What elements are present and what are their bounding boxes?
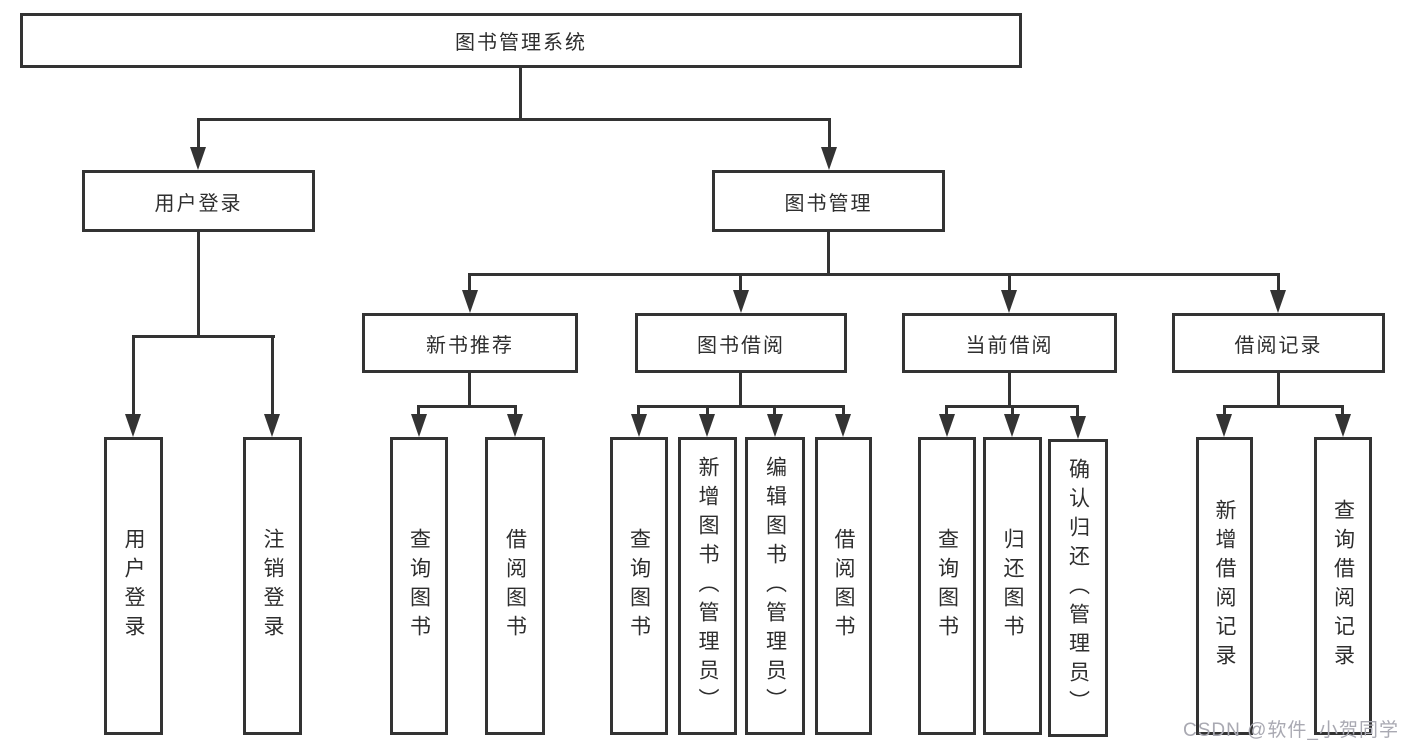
arrowhead-down-icon <box>190 147 206 170</box>
connector-line <box>739 273 742 293</box>
node-book-management: 图书管理 <box>712 170 945 232</box>
connector-line <box>1223 405 1343 408</box>
node-label: 查询借阅记录 <box>1331 499 1355 673</box>
node-label: 用户登录 <box>154 192 243 215</box>
leaf-query-books-recommend: 查询图书 <box>390 437 448 735</box>
node-label: 图书管理系统 <box>455 32 587 54</box>
node-book-borrowing: 图书借阅 <box>635 313 847 373</box>
watermark: CSDN @软件_小贺同学 <box>1183 720 1399 741</box>
connector-line <box>519 68 522 120</box>
node-label: 编辑图书（管理员） <box>763 455 787 717</box>
connector-line <box>514 405 517 417</box>
node-label: 注销登录 <box>261 528 284 644</box>
connector-line <box>468 273 1280 276</box>
node-label: 图书管理 <box>784 192 873 215</box>
arrowhead-down-icon <box>1335 414 1351 437</box>
connector-line <box>842 405 845 417</box>
node-new-book-recommendation: 新书推荐 <box>362 313 578 373</box>
connector-line <box>739 373 742 407</box>
arrowhead-down-icon <box>821 147 837 170</box>
connector-line <box>468 273 471 293</box>
connector-line <box>1277 373 1280 407</box>
node-label: 新书推荐 <box>426 334 514 357</box>
connector-line <box>1008 273 1011 293</box>
node-label: 查询图书 <box>935 528 959 644</box>
connector-line <box>468 373 471 407</box>
leaf-borrow-books: 借阅图书 <box>815 437 872 735</box>
connector-line <box>1277 273 1280 293</box>
leaf-add-books-admin: 新增图书（管理员） <box>678 437 737 735</box>
connector-line <box>132 335 135 417</box>
node-label: 查询图书 <box>627 528 651 644</box>
connector-line <box>706 405 709 417</box>
connector-line <box>637 405 640 417</box>
arrowhead-down-icon <box>507 414 523 437</box>
arrowhead-down-icon <box>1001 290 1017 313</box>
connector-line <box>417 405 517 408</box>
node-label: 用户登录 <box>122 528 145 644</box>
node-borrowing-records: 借阅记录 <box>1172 313 1385 373</box>
connector-line <box>637 405 845 408</box>
node-label: 借阅图书 <box>503 528 527 644</box>
connector-line <box>197 118 831 121</box>
connector-line <box>1076 405 1079 417</box>
node-label: 新增图书（管理员） <box>696 455 719 717</box>
connector-line <box>417 405 420 417</box>
node-current-borrowing: 当前借阅 <box>902 313 1117 373</box>
connector-line <box>945 405 948 417</box>
leaf-query-borrow-record: 查询借阅记录 <box>1314 437 1372 735</box>
node-label: 借阅图书 <box>832 528 855 644</box>
connector-line <box>1223 405 1226 417</box>
connector-line <box>773 405 776 417</box>
node-label: 查询图书 <box>407 528 431 644</box>
node-user-login: 用户登录 <box>82 170 315 232</box>
arrowhead-down-icon <box>411 414 427 437</box>
arrowhead-down-icon <box>631 414 647 437</box>
arrowhead-down-icon <box>733 290 749 313</box>
leaf-logout: 注销登录 <box>243 437 302 735</box>
leaf-add-borrow-record: 新增借阅记录 <box>1196 437 1253 735</box>
arrowhead-down-icon <box>264 414 280 437</box>
leaf-query-books-current: 查询图书 <box>918 437 976 735</box>
arrowhead-down-icon <box>767 414 783 437</box>
node-label: 当前借阅 <box>965 334 1054 357</box>
node-library-management-system: 图书管理系统 <box>20 13 1022 68</box>
connector-line <box>1011 405 1014 417</box>
leaf-edit-books-admin: 编辑图书（管理员） <box>745 437 805 735</box>
arrowhead-down-icon <box>462 290 478 313</box>
leaf-user-login: 用户登录 <box>104 437 163 735</box>
leaf-confirm-return-admin: 确认归还（管理员） <box>1048 439 1108 737</box>
connector-line <box>197 232 200 338</box>
leaf-borrow-books-recommend: 借阅图书 <box>485 437 545 735</box>
arrowhead-down-icon <box>1216 414 1232 437</box>
connector-line <box>828 118 831 150</box>
arrowhead-down-icon <box>1004 414 1020 437</box>
connector-line <box>1008 373 1011 407</box>
node-label: 归还图书 <box>1001 528 1024 644</box>
node-label: 确认归还（管理员） <box>1066 457 1090 719</box>
arrowhead-down-icon <box>1070 416 1086 439</box>
node-label: 新增借阅记录 <box>1213 499 1236 673</box>
leaf-query-books-borrowing: 查询图书 <box>610 437 668 735</box>
connector-line <box>197 118 200 150</box>
arrowhead-down-icon <box>835 414 851 437</box>
connector-line <box>132 335 275 338</box>
arrowhead-down-icon <box>125 414 141 437</box>
connector-line <box>271 335 274 417</box>
arrowhead-down-icon <box>699 414 715 437</box>
leaf-return-books: 归还图书 <box>983 437 1042 735</box>
arrowhead-down-icon <box>1270 290 1286 313</box>
node-label: 借阅记录 <box>1234 334 1323 357</box>
connector-line <box>1341 405 1344 417</box>
connector-line <box>827 232 830 276</box>
arrowhead-down-icon <box>939 414 955 437</box>
node-label: 图书借阅 <box>697 334 785 357</box>
